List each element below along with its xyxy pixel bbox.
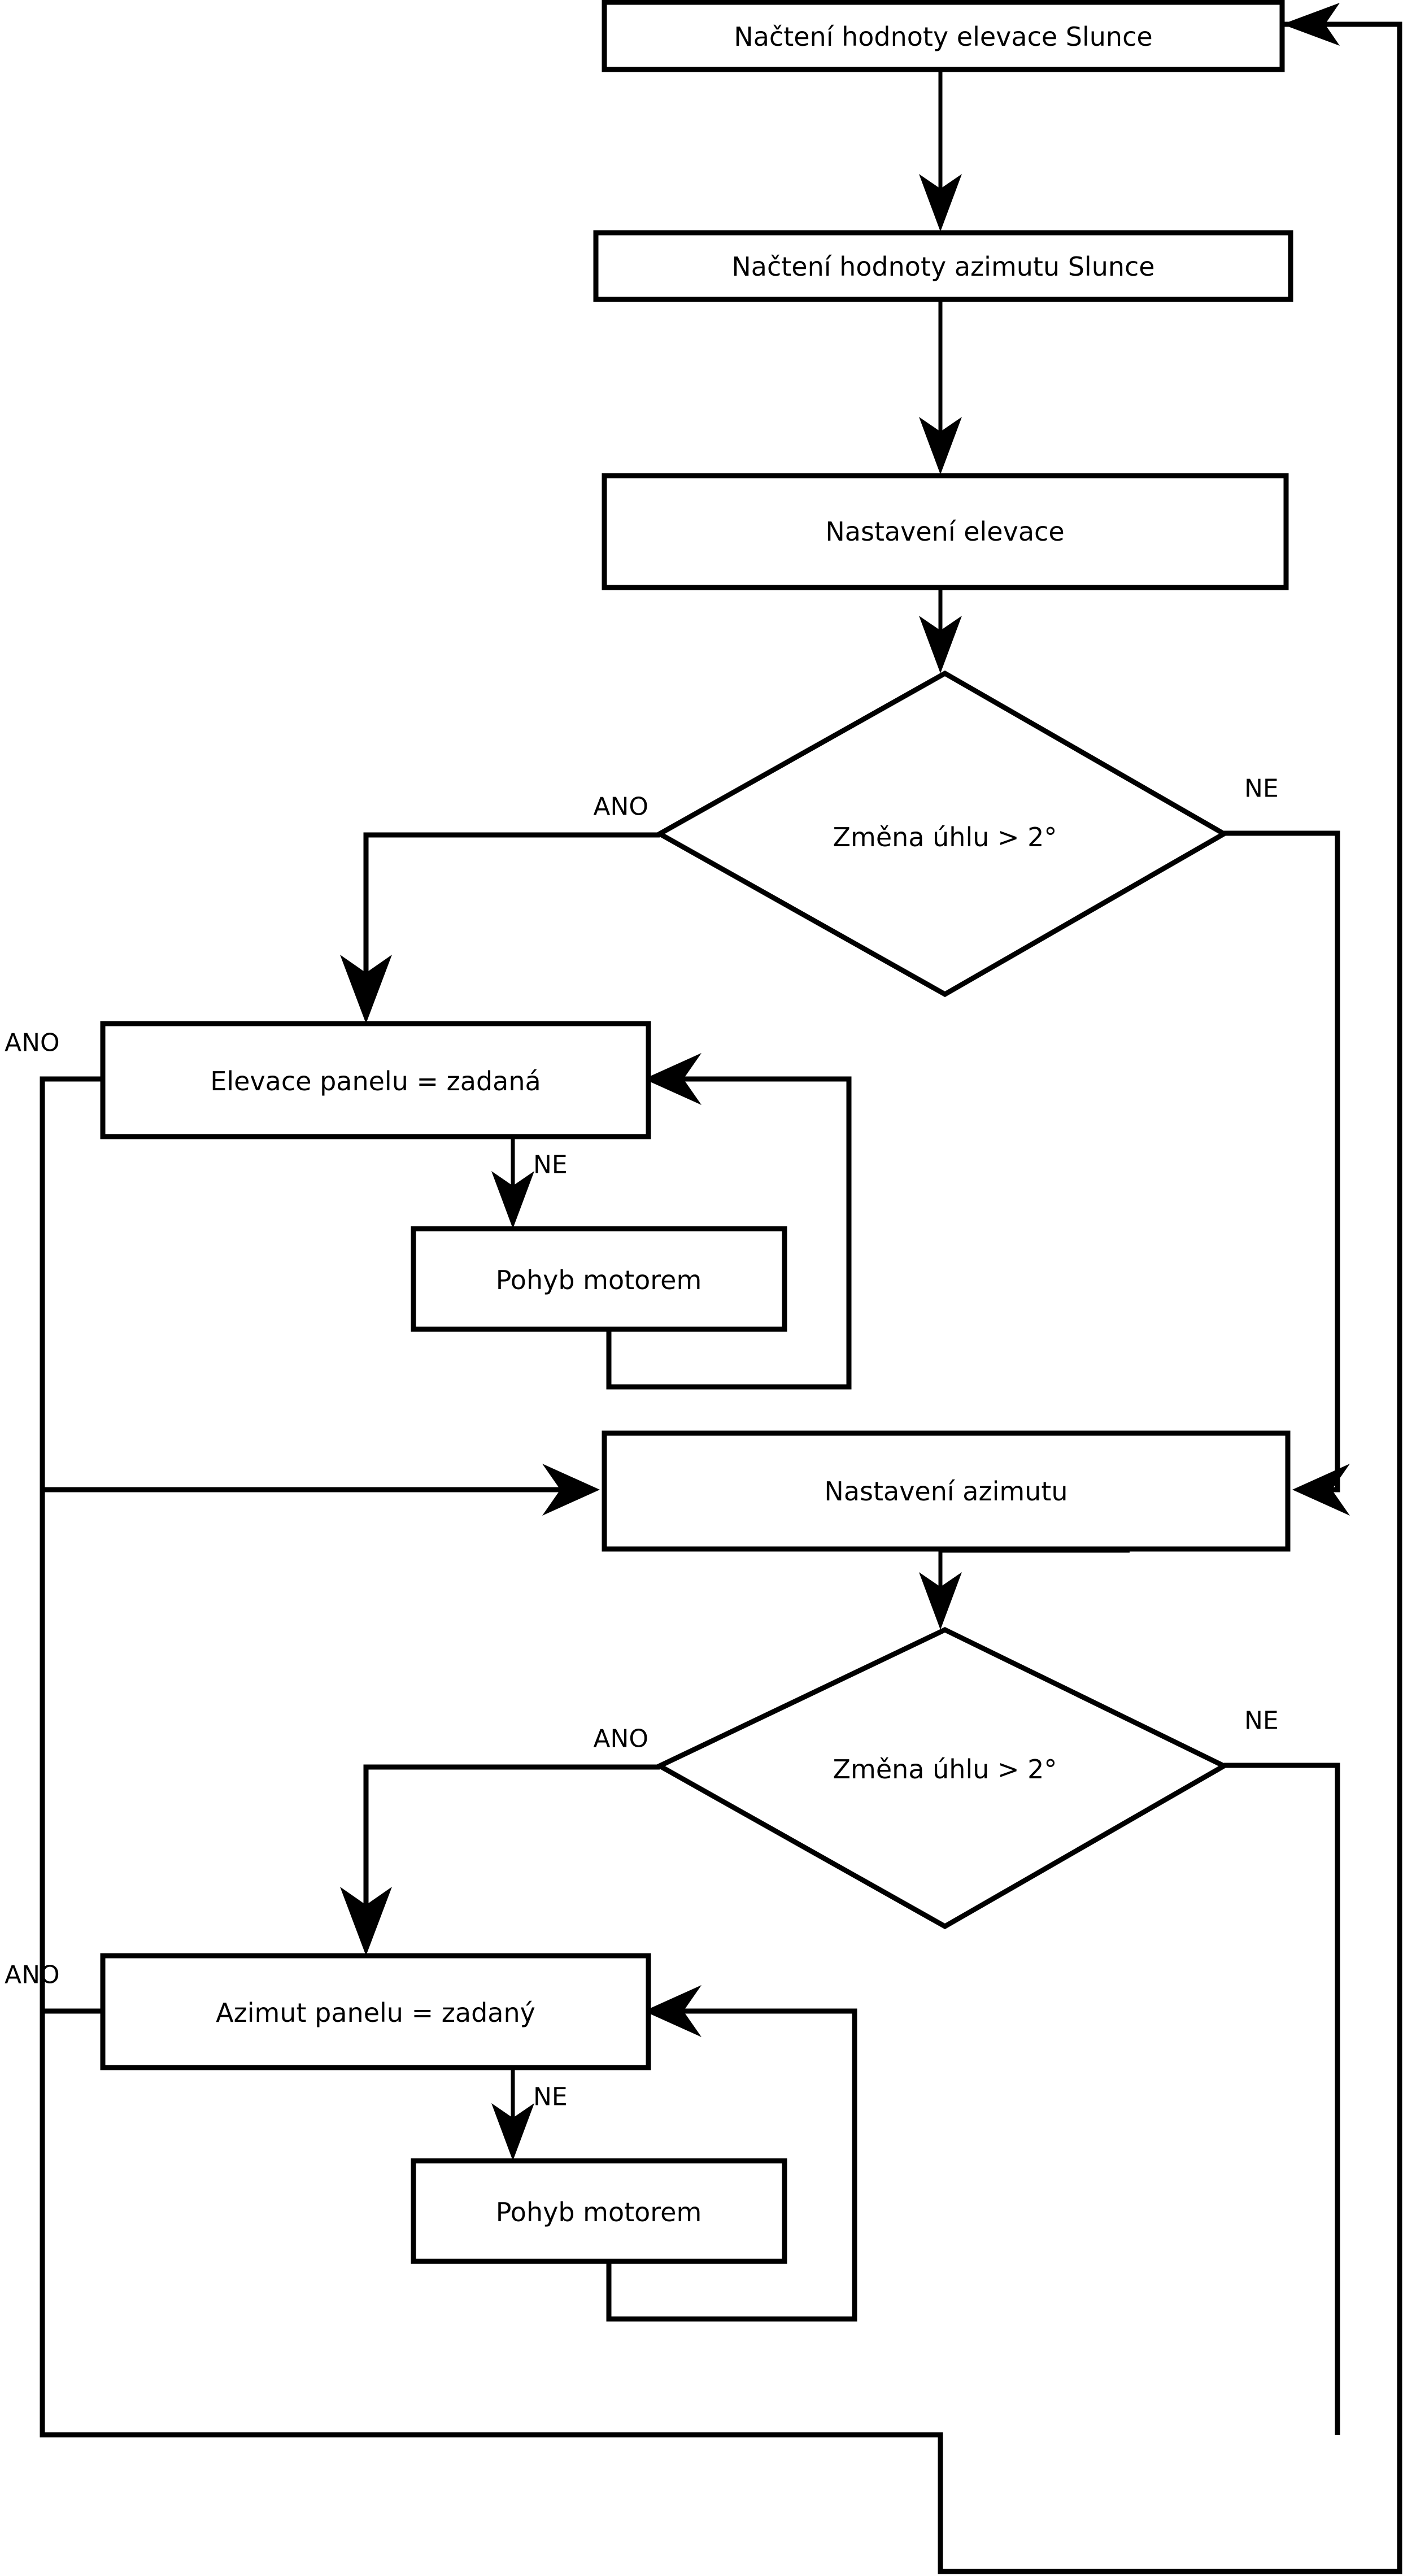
node-decision-azimuth[interactable]: Změna úhlu > 2° (654, 1627, 1230, 1930)
edge-label-elevation-decision-no: NE (1244, 774, 1279, 803)
arrowhead-read-azimuth (919, 174, 962, 232)
connector-set-elevation-to-decision (919, 588, 962, 673)
connector-decision-azimuth-no (1224, 1763, 1340, 2435)
arrowhead-return-to-start (1282, 3, 1340, 46)
connector-panel-azimuth-no (491, 2068, 534, 2161)
node-read-azimuth[interactable]: Načtení hodnoty azimutu Slunce (593, 230, 1293, 302)
connector-panel-elevation-yes (40, 1076, 600, 1516)
node-motor-move-elevation[interactable]: Pohyb motorem (411, 1226, 787, 1332)
node-set-azimuth[interactable]: Nastavení azimutu (602, 1430, 1291, 1552)
connector-motor-elevation-loopback (606, 1053, 852, 1390)
node-read-azimuth-label: Načtení hodnoty azimutu Slunce (731, 251, 1154, 282)
arrowhead-panel-elevation-equals (340, 955, 392, 1024)
arrowhead-set-azimuth-right (1292, 1464, 1350, 1516)
arrowhead-motor-move-elevation (491, 1171, 534, 1229)
edge-label-azimuth-panel-yes: ANO (5, 1961, 60, 1990)
edge-label-elevation-panel-yes: ANO (5, 1029, 60, 1058)
connector-decision-elevation-yes (340, 832, 660, 1024)
connector-panel-elevation-no (491, 1135, 534, 1229)
connector-read-azimuth-to-set-elevation (919, 299, 962, 475)
connector-decision-elevation-no (1224, 830, 1350, 1516)
node-read-elevation-label: Načtení hodnoty elevace Slunce (734, 21, 1152, 52)
arrowhead-set-elevation (919, 417, 962, 475)
node-decision-elevation-label: Změna úhlu > 2° (833, 822, 1057, 852)
connector-read-elevation-to-read-azimuth (919, 69, 962, 232)
arrowhead-motor-move-azimuth (491, 2103, 534, 2161)
edge-label-azimuth-decision-yes: ANO (593, 1725, 648, 1753)
connector-panel-azimuth-yes (40, 2008, 103, 2435)
node-panel-elevation-equals[interactable]: Elevace panelu = zadaná (100, 1021, 651, 1139)
arrowhead-set-azimuth-left (542, 1464, 600, 1516)
arrowhead-panel-elevation-loopback (644, 1053, 702, 1105)
edge-label-azimuth-panel-no: NE (533, 2083, 568, 2112)
node-panel-elevation-equals-label: Elevace panelu = zadaná (210, 1066, 541, 1096)
node-read-elevation[interactable]: Načtení hodnoty elevace Slunce (602, 0, 1285, 72)
node-set-elevation[interactable]: Nastavení elevace (602, 473, 1289, 590)
node-decision-elevation[interactable]: Změna úhlu > 2° (654, 670, 1230, 998)
node-set-azimuth-label: Nastavení azimutu (824, 1476, 1068, 1507)
node-panel-azimuth-equals[interactable]: Azimut panelu = zadaný (100, 1953, 651, 2070)
edge-label-elevation-panel-no: NE (533, 1151, 568, 1180)
node-panel-azimuth-equals-label: Azimut panelu = zadaný (216, 1998, 535, 2028)
arrowhead-panel-azimuth-loopback (644, 1985, 702, 2037)
node-set-elevation-label: Nastavení elevace (825, 516, 1064, 547)
connector-motor-azimuth-loopback (606, 1985, 857, 2322)
node-decision-azimuth-label: Změna úhlu > 2° (833, 1754, 1057, 1785)
arrowhead-decision-elevation (919, 616, 962, 673)
arrowhead-panel-azimuth-equals (340, 1887, 392, 1956)
connector-decision-azimuth-yes (340, 1764, 660, 1956)
node-motor-move-azimuth-label: Pohyb motorem (496, 2197, 702, 2227)
node-motor-move-azimuth[interactable]: Pohyb motorem (411, 2158, 787, 2264)
edge-label-elevation-decision-yes: ANO (593, 793, 648, 821)
edge-label-azimuth-decision-no: NE (1244, 1707, 1279, 1735)
connector-set-azimuth-to-decision (919, 1548, 1130, 1630)
node-motor-move-elevation-label: Pohyb motorem (496, 1265, 702, 1295)
arrowhead-decision-azimuth (919, 1572, 962, 1630)
